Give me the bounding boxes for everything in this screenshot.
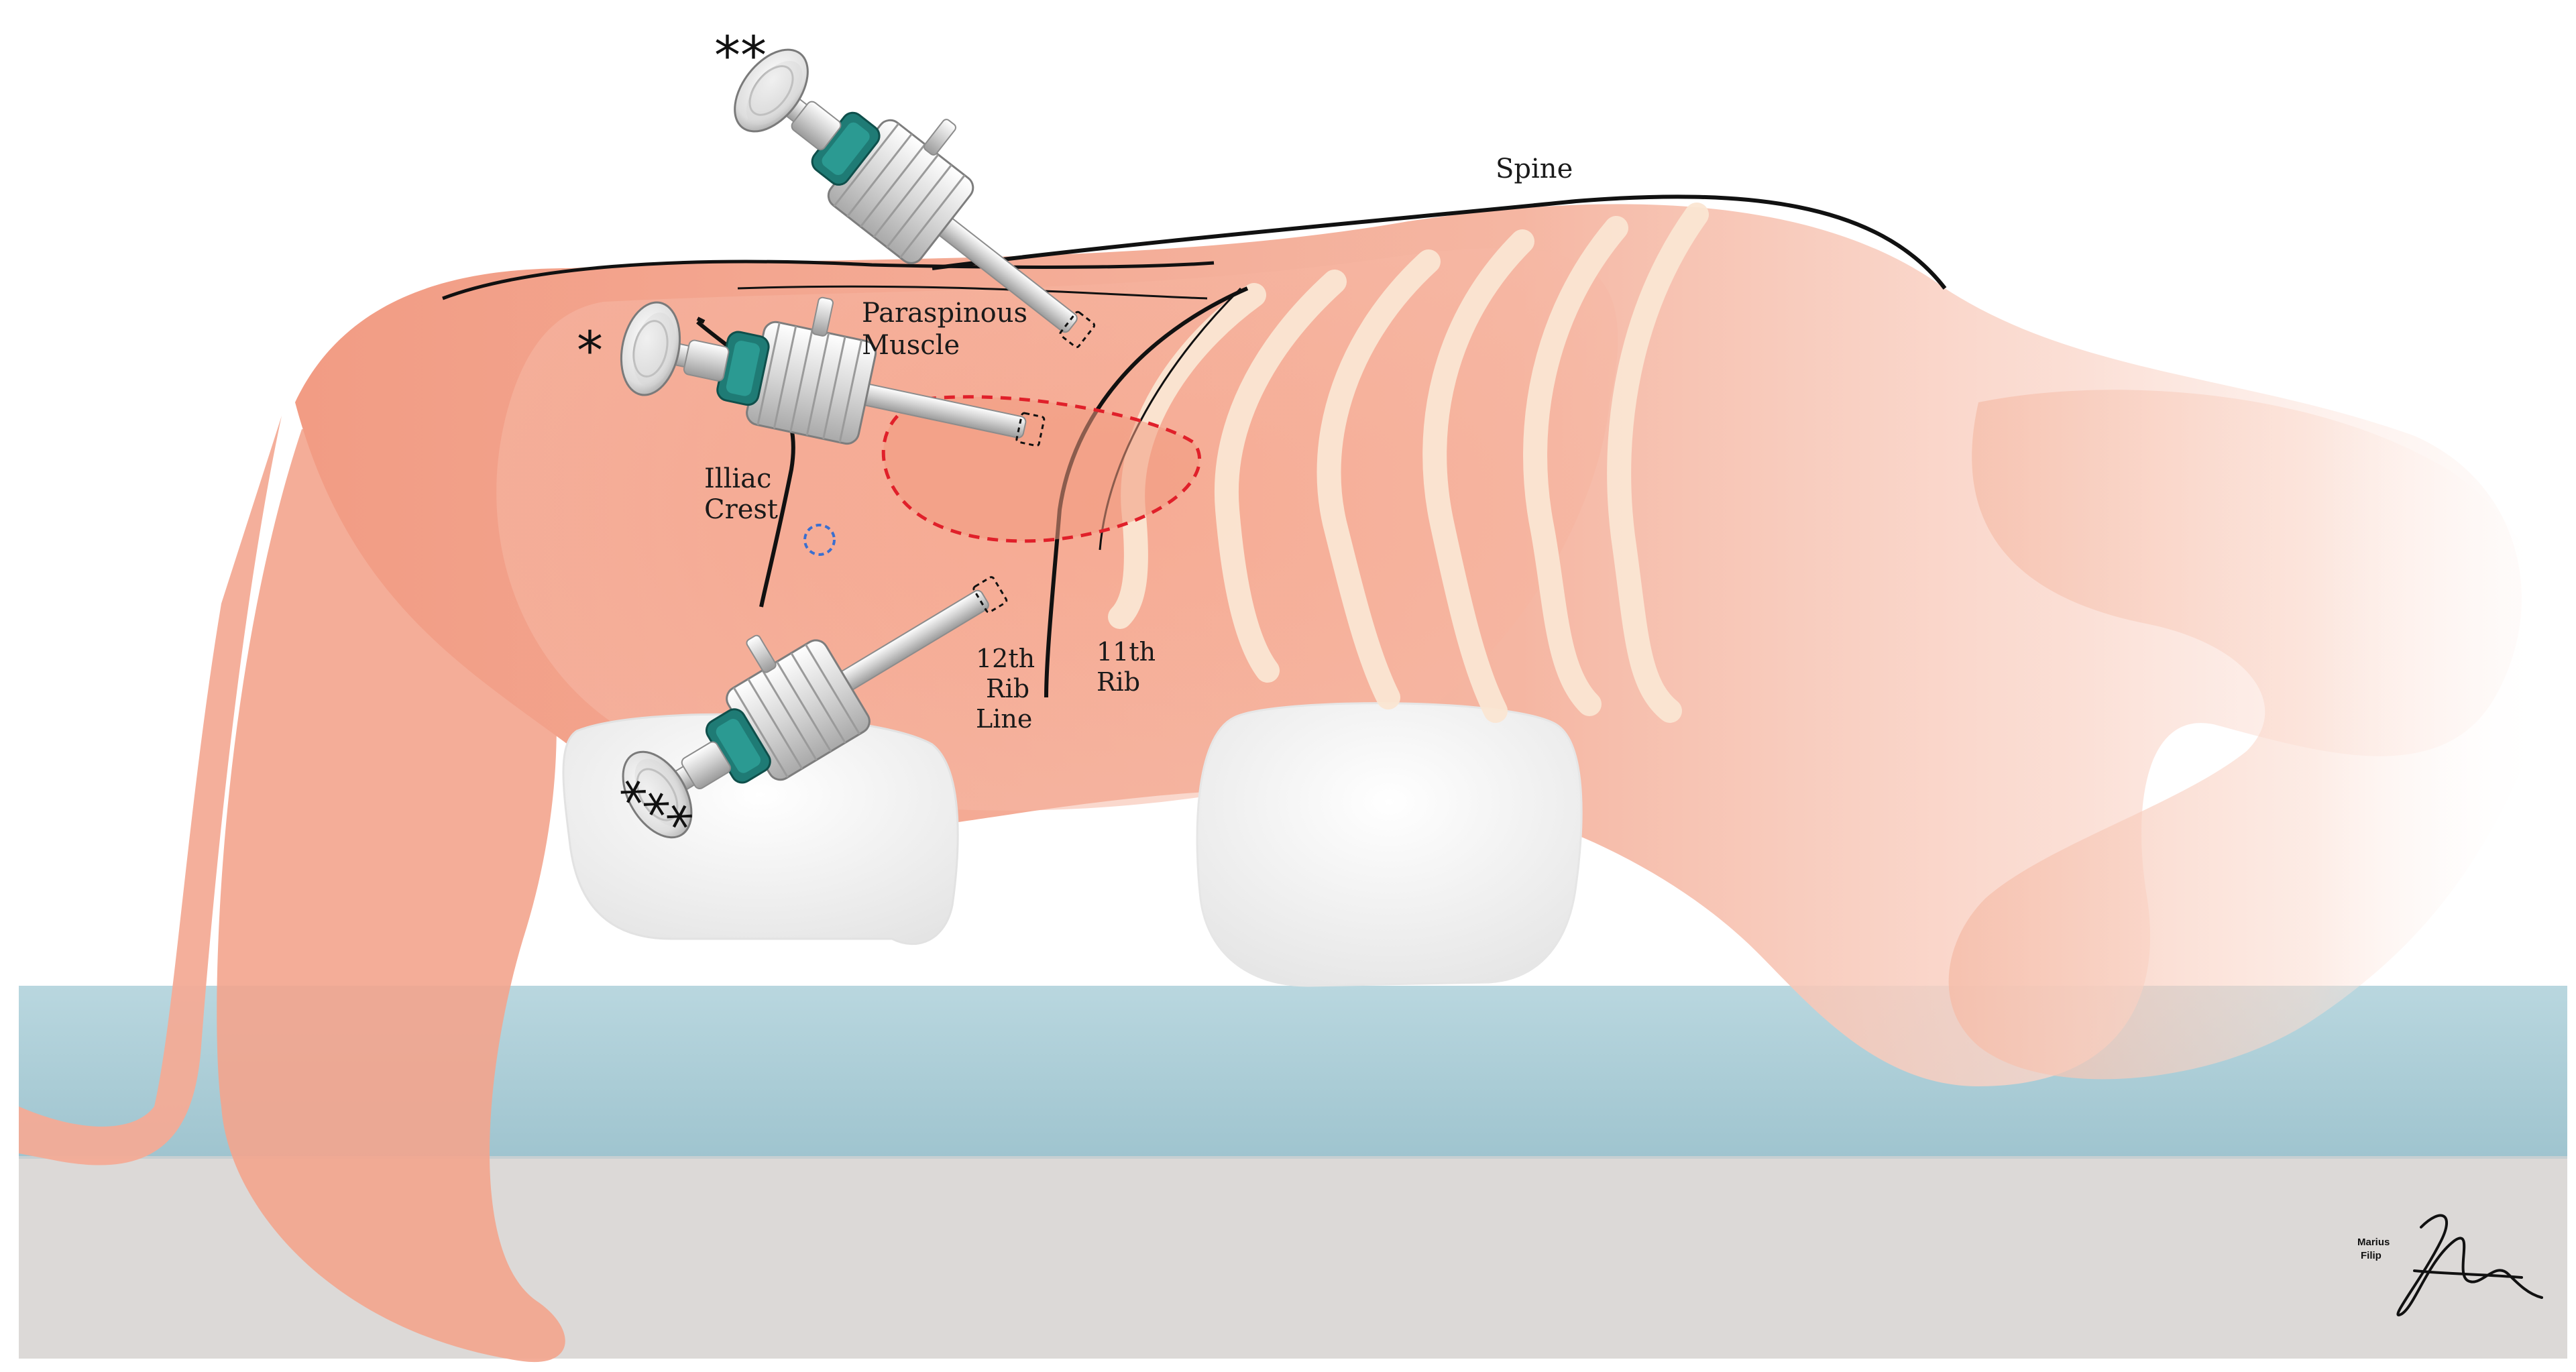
arm — [1948, 390, 2551, 1080]
label-rib12-1: 12th — [976, 644, 1035, 673]
spine-line — [932, 194, 1947, 290]
small-target-circle — [803, 524, 836, 556]
svg-text:Filip: Filip — [2361, 1250, 2382, 1261]
label-rib11-1: 11th — [1097, 637, 1156, 667]
target-area-outline — [881, 395, 1202, 543]
paraspinous-line — [442, 260, 1215, 300]
label-rib12-3: Line — [976, 704, 1032, 734]
svg-text:Marius: Marius — [2357, 1237, 2390, 1248]
label-rib11-2: Rib — [1097, 667, 1140, 697]
marker-double: ** — [714, 26, 767, 87]
label-illiac-2: Crest — [704, 494, 778, 525]
label-paraspinous-1: Paraspinous — [862, 298, 1027, 329]
label-illiac-1: Illiac — [704, 463, 771, 494]
cushion-right — [1196, 702, 1583, 987]
label-paraspinous-2: Muscle — [862, 330, 960, 361]
artist-signature: Marius Filip — [2357, 1214, 2543, 1317]
marker-single: * — [577, 321, 603, 382]
label-rib12-2: Rib — [986, 674, 1029, 703]
label-spine: Spine — [1496, 154, 1573, 184]
ribs — [1108, 203, 1709, 723]
